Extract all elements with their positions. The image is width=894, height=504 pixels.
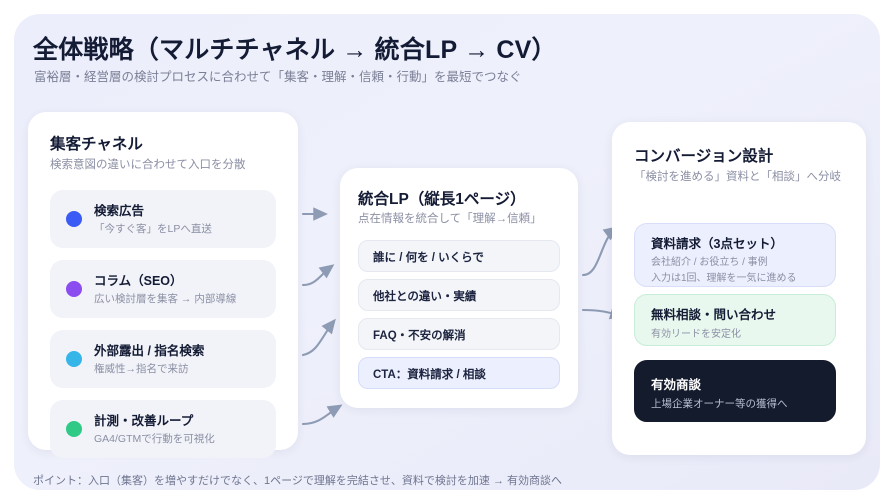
conversion-subtitle: 「検討を進める」資料と「相談」へ分岐 <box>634 171 841 183</box>
channel-item-search-ads[interactable]: 検索広告 「今すぐ客」をLPへ直送 <box>50 190 276 248</box>
channel-item-measurement-loop[interactable]: 計測・改善ループ GA4/GTMで行動を可視化 <box>50 400 276 458</box>
conversion-item-label: 有効商談 <box>651 378 702 392</box>
card-conversion-design: コンバージョン設計 「検討を進める」資料と「相談」へ分岐 資料請求（3点セット）… <box>612 122 866 455</box>
card-integrated-lp: 統合LP（縦長1ページ） 点在情報を統合して「理解→信頼」 誰に / 何を / … <box>340 168 578 408</box>
lp-row-label: FAQ・不安の解消 <box>373 330 466 342</box>
channel-desc: GA4/GTMで行動を可視化 <box>94 433 215 445</box>
card-acquisition-channels: 集客チャネル 検索意図の違いに合わせて入口を分散 検索広告 「今すぐ客」をLPへ… <box>28 112 298 458</box>
conversion-item-desc-line1: 会社紹介 / お役立ち / 事例 <box>651 257 768 268</box>
lp-row-label: CTA：資料請求 / 相談 <box>373 369 486 381</box>
channel-label: 外部露出 / 指名検索 <box>94 344 205 358</box>
channel-item-seo-column[interactable]: コラム（SEO） 広い検討層を集客 → 内部導線 <box>50 260 276 318</box>
conversion-title: コンバージョン設計 <box>634 148 774 165</box>
conversion-item-document-request[interactable]: 資料請求（3点セット） 会社紹介 / お役立ち / 事例 入力は1回、理解を一気… <box>634 223 836 287</box>
conversion-item-label: 無料相談・問い合わせ <box>651 308 777 322</box>
lp-title: 統合LP（縦長1ページ） <box>358 191 526 208</box>
bullet-dot-blue-icon <box>66 211 82 227</box>
lp-section-faq[interactable]: FAQ・不安の解消 <box>358 318 560 350</box>
lp-row-label: 他社との違い・実績 <box>373 291 477 303</box>
channel-desc: 権威性→指名で来訪 <box>94 363 189 375</box>
page-subtitle: 富裕層・経営層の検討プロセスに合わせて「集客・理解・信頼・行動」を最短でつなぐ <box>34 70 522 84</box>
channel-item-external-exposure[interactable]: 外部露出 / 指名検索 権威性→指名で来訪 <box>50 330 276 388</box>
channel-desc: 「今すぐ客」をLPへ直送 <box>94 223 212 235</box>
channel-desc: 広い検討層を集客 → 内部導線 <box>94 293 237 305</box>
channel-label: コラム（SEO） <box>94 274 183 288</box>
lp-section-who-what-price[interactable]: 誰に / 何を / いくらで <box>358 240 560 272</box>
channels-title: 集客チャネル <box>50 136 143 153</box>
page-title: 全体戦略（マルチチャネル → 統合LP → CV） <box>33 36 557 64</box>
conversion-item-label: 資料請求（3点セット） <box>651 237 783 251</box>
lp-subtitle: 点在情報を統合して「理解→信頼」 <box>358 213 542 225</box>
channels-subtitle: 検索意図の違いに合わせて入口を分散 <box>50 159 246 171</box>
conversion-item-qualified-deal[interactable]: 有効商談 上場企業オーナー等の獲得へ <box>634 360 836 422</box>
conversion-item-desc: 有効リードを安定化 <box>651 329 741 340</box>
conversion-item-desc-line2: 入力は1回、理解を一気に進める <box>651 273 797 284</box>
lp-row-label: 誰に / 何を / いくらで <box>373 252 484 264</box>
channel-label: 計測・改善ループ <box>94 414 194 428</box>
lp-section-differentiation[interactable]: 他社との違い・実績 <box>358 279 560 311</box>
conversion-item-free-consultation[interactable]: 無料相談・問い合わせ 有効リードを安定化 <box>634 294 836 346</box>
lp-section-cta[interactable]: CTA：資料請求 / 相談 <box>358 357 560 389</box>
footer-note: ポイント：入口（集客）を増やすだけでなく、1ページで理解を完結させ、資料で検討を… <box>33 475 563 487</box>
bullet-dot-cyan-icon <box>66 351 82 367</box>
conversion-item-desc: 上場企業オーナー等の獲得へ <box>651 398 788 410</box>
bullet-dot-purple-icon <box>66 281 82 297</box>
channel-label: 検索広告 <box>94 204 145 218</box>
bullet-dot-green-icon <box>66 421 82 437</box>
